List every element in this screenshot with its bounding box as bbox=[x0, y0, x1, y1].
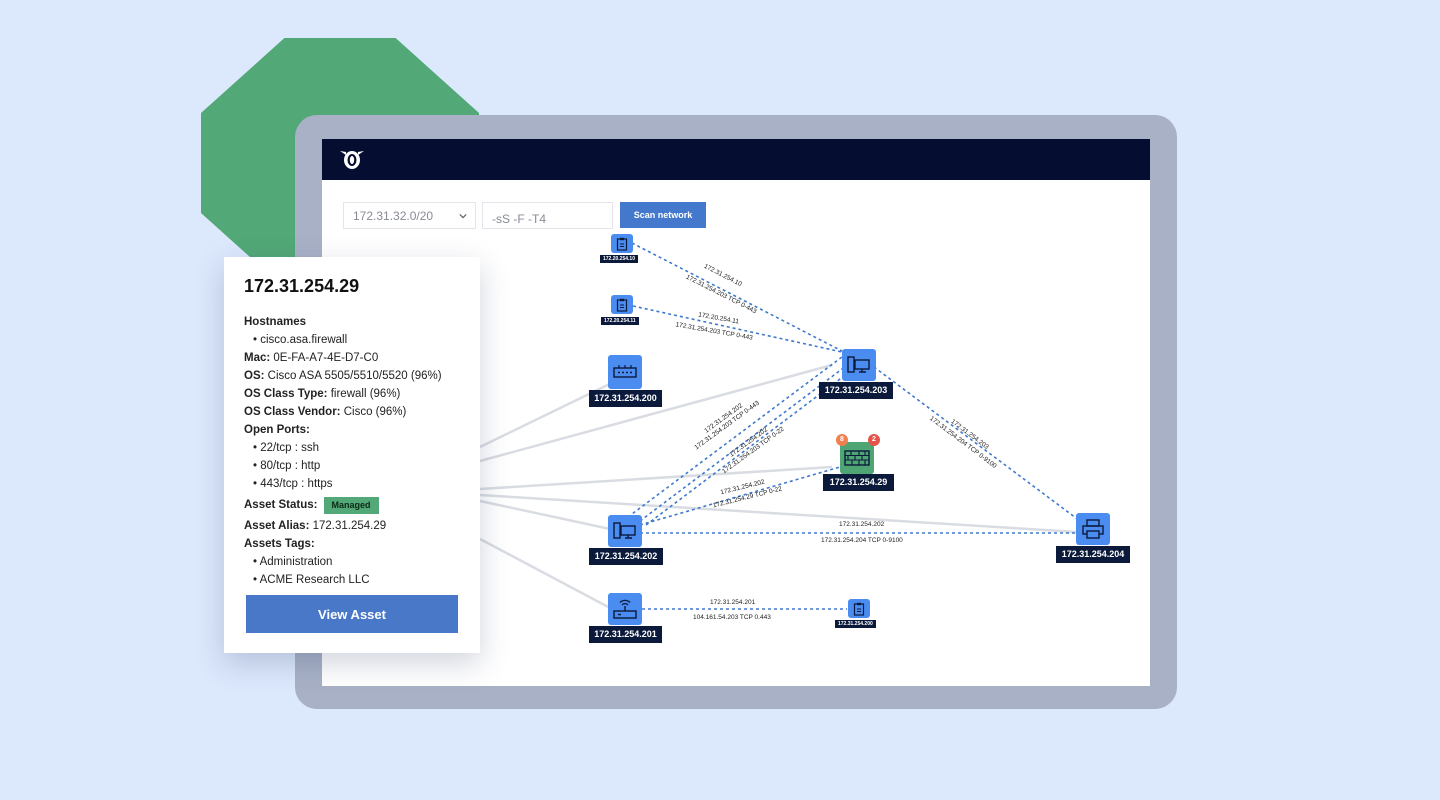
node-label: 172.31.254.29 bbox=[823, 474, 894, 491]
clipboard-icon bbox=[853, 602, 865, 616]
tag-item: Administration bbox=[244, 553, 460, 571]
node-label: 172.31.254.202 bbox=[589, 548, 663, 565]
wifi-router-icon bbox=[613, 599, 637, 619]
port-item: 22/tcp : ssh bbox=[244, 439, 460, 457]
tag-item: ACME Research LLC bbox=[244, 571, 460, 589]
node-label: 172.31.254.201 bbox=[589, 626, 662, 643]
node-label: 172.31.254.203 bbox=[819, 382, 893, 399]
clipboard-icon bbox=[616, 298, 628, 312]
network-graph bbox=[479, 242, 1081, 611]
device-node-desktop[interactable] bbox=[842, 349, 876, 381]
scan-network-button[interactable]: Scan network bbox=[620, 202, 706, 228]
asset-status-label: Asset Status: bbox=[244, 499, 318, 511]
node-label: 172.20.254.10 bbox=[600, 255, 638, 263]
assets-tags-label: Assets Tags: bbox=[244, 538, 315, 550]
owl-logo-icon bbox=[340, 151, 364, 169]
open-ports-label: Open Ports: bbox=[244, 424, 310, 436]
alert-count-badge: 2 bbox=[868, 434, 880, 446]
status-badge: Managed bbox=[323, 497, 379, 514]
chevron-down-icon bbox=[459, 213, 467, 219]
port-item: 80/tcp : http bbox=[244, 457, 460, 475]
switch-icon bbox=[613, 365, 637, 378]
desktop-icon bbox=[847, 356, 870, 373]
view-asset-button[interactable]: View Asset bbox=[246, 595, 458, 633]
clipboard-icon bbox=[616, 237, 628, 251]
os-class-type-value: firewall (96%) bbox=[330, 388, 401, 400]
os-class-type-label: OS Class Type: bbox=[244, 388, 328, 400]
device-node-switch[interactable] bbox=[608, 355, 642, 389]
os-class-vendor-value: Cisco (96%) bbox=[343, 406, 407, 418]
edge-label: 172.31.254.202 bbox=[839, 521, 885, 528]
firewall-icon bbox=[844, 450, 870, 466]
os-value: Cisco ASA 5505/5510/5520 (96%) bbox=[267, 370, 442, 382]
device-node-clipboard[interactable] bbox=[611, 295, 633, 314]
mac-label: Mac: bbox=[244, 352, 271, 364]
desktop-icon bbox=[613, 522, 636, 539]
mac-value: 0E-FA-A7-4E-D7-C0 bbox=[273, 352, 379, 364]
device-node-desktop[interactable] bbox=[608, 515, 642, 547]
edge-label: 104.161.54.203 TCP 0.443 bbox=[693, 614, 771, 621]
top-navbar bbox=[322, 139, 1150, 180]
device-node-clipboard[interactable] bbox=[611, 234, 633, 253]
asset-title: 172.31.254.29 bbox=[244, 276, 360, 296]
vulnerability-count-badge: 8 bbox=[836, 434, 848, 446]
node-label: 172.20.254.11 bbox=[601, 317, 639, 325]
device-node-clipboard[interactable] bbox=[848, 599, 870, 618]
hostnames-label: Hostnames bbox=[244, 316, 306, 328]
edge-label: 172.31.254.201 bbox=[710, 599, 756, 606]
subnet-value: 172.31.32.0/20 bbox=[353, 209, 434, 223]
printer-icon bbox=[1082, 519, 1104, 539]
port-item: 443/tcp : https bbox=[244, 475, 460, 493]
scan-args-input[interactable] bbox=[482, 202, 613, 229]
os-class-vendor-label: OS Class Vendor: bbox=[244, 406, 341, 418]
subnet-select[interactable]: 172.31.32.0/20 bbox=[343, 202, 476, 229]
device-node-printer[interactable] bbox=[1076, 513, 1110, 545]
node-label: 172.31.254.200 bbox=[835, 620, 876, 628]
edge-label: 172.31.254.204 TCP 0-9100 bbox=[821, 537, 903, 544]
hostname-item: cisco.asa.firewall bbox=[244, 331, 460, 349]
device-node-firewall[interactable] bbox=[840, 442, 874, 474]
os-label: OS: bbox=[244, 370, 265, 382]
asset-alias-label: Asset Alias: bbox=[244, 520, 310, 532]
asset-detail-card: 172.31.254.29 Hostnames cisco.asa.firewa… bbox=[224, 257, 480, 653]
device-node-router[interactable] bbox=[608, 593, 642, 625]
asset-alias-value: 172.31.254.29 bbox=[312, 520, 387, 532]
node-label: 172.31.254.204 bbox=[1056, 546, 1130, 563]
node-label: 172.31.254.200 bbox=[589, 390, 662, 407]
